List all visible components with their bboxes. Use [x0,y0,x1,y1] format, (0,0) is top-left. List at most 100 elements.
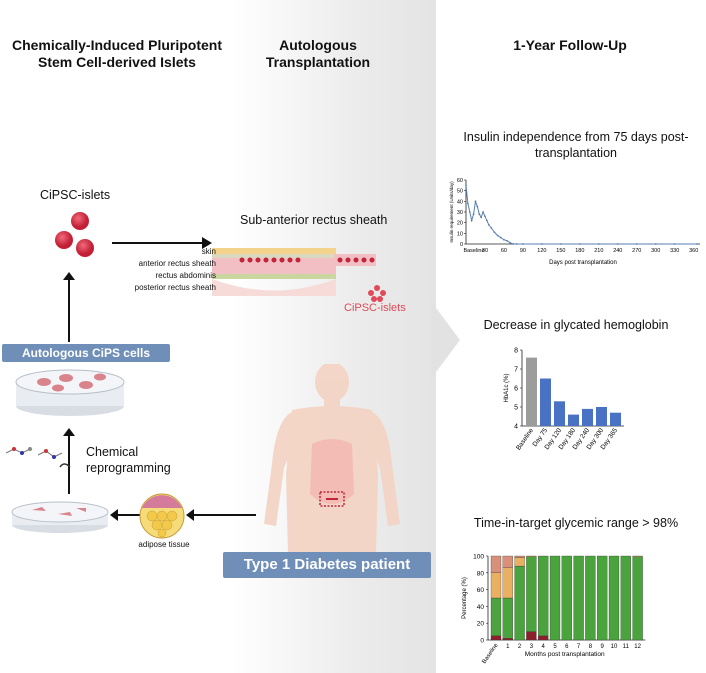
chart1-point [503,238,505,241]
chart3-x-tick-label: 10 [611,644,618,650]
chart3-x-tick-label: 3 [530,644,534,650]
chart1-point [466,202,469,205]
chart2-bar [610,412,621,426]
chart2-y-tick-label: 7 [514,367,518,374]
chart1-point [474,200,477,203]
chart3-x-tick-label: 12 [634,644,641,650]
chart3-y-label: Percentage (%) [462,577,468,619]
arrow-up-upper [63,272,75,342]
patient-body-illustration [264,364,400,554]
arrow-left-patient [186,509,256,521]
chart3-x-tick-label: 2 [518,644,522,650]
chart2-y-tick-label: 5 [514,405,518,412]
chart1-point [490,227,493,229]
chart1-y-tick-label: 0 [460,242,463,248]
chart1-point [509,242,512,244]
chart2-bar [568,414,579,426]
chart3-bar-segment [597,555,608,641]
chart1-point [482,211,484,213]
chart1-point [506,239,509,242]
chart1-point [616,243,619,245]
chart3-bar-segment [490,555,502,573]
chart3-bar-segment [632,556,643,641]
chart3-bar-segment [514,555,525,558]
small-islets-icon [368,285,386,302]
header-cipsc-islets: Chemically-Induced Pluripotent Stem Cell… [11,37,223,70]
header-autologous-transplantation: Autologous Transplantation [265,37,371,70]
chart3-y-tick-label: 40 [477,604,485,611]
chart1-x-tick-label: 60 [501,248,507,254]
chart1-point [493,231,496,234]
layer-label-skin: skin [201,247,216,256]
chart1-y-tick-label: 20 [457,221,463,227]
chart1-x-tick-label: 150 [556,248,565,254]
chart3-bar-segment [490,597,502,636]
chart2-bar [540,378,551,426]
chart3-x-tick-label: 4 [542,644,546,650]
chart1-point [515,243,518,245]
chart3-bar-segment [526,555,537,557]
chart3-bar-segment [620,555,631,641]
chart2-y-label: HbA1c (%) [504,373,510,402]
chart1-point [476,205,479,208]
chart3-x-tick-label: 6 [565,644,569,650]
chart3-bar-segment [526,631,537,641]
chart3-bar-segment [573,555,584,641]
chart3-title: Time-in-target glycemic range > 98% [473,516,679,530]
chart1-point [468,211,471,213]
chart1-x-tick-label: 360 [689,248,698,254]
chart1-x-tick-label: 330 [670,248,679,254]
chart3-x-tick-label: 11 [623,644,630,650]
site-title: Sub-anterior rectus sheath [240,213,388,227]
chart1-point [673,243,676,245]
chart1-x-tick-label: 270 [632,248,641,254]
chart1-y-tick-label: 60 [457,178,463,184]
chart2-bar [582,408,593,426]
tissue-layers-illustration [212,248,376,296]
arrow-right-transplant [112,237,212,249]
chart1-point [540,243,543,245]
chart1-title: Insulin independence from 75 days post-t… [463,130,689,160]
chart3-bar-segment [502,555,513,568]
chart1-point [512,243,515,245]
chart3-y-tick-label: 0 [480,638,484,645]
chart1-x-tick-label: 210 [594,248,603,254]
tissue-layer-labels: skin anterior rectus sheath rectus abdom… [110,246,216,294]
chart3-bar-segment [585,555,596,641]
chart1-y-tick-label: 50 [457,189,463,195]
chart1-x-tick-label: 120 [537,248,546,254]
petri-dish-adipose-cells-icon [11,501,109,533]
chart2-x-tick-label: Baseline [515,427,535,452]
chart1-point [559,243,562,245]
chart1-point [465,184,467,187]
chart3-bar-segment [502,567,513,599]
chart3-x-tick-label: 8 [589,644,593,650]
chart1-series-line [465,185,697,245]
chart3-y-tick-label: 20 [477,621,485,628]
chart1-point [597,243,600,245]
chart3-bar-segment [608,555,620,641]
chart1-point [522,243,524,245]
chart1-point [654,243,657,245]
adipose-label: adipose tissue [138,540,190,549]
chart3-bar-segment [514,557,525,567]
chart1-x-label: Days post transplantation [549,260,617,266]
chart1-point [635,243,638,245]
petri-dish-cips-icon [15,369,125,416]
chart3-y-tick-label: 60 [477,587,485,594]
chart1-point [484,215,486,218]
adipose-tissue-icon [139,493,185,539]
cips-cells-badge: Autologous CiPS cells [2,344,170,362]
chart1-x-tick-label: 240 [613,248,622,254]
chart3-bar-segment [490,572,502,599]
arrow-left-adipose [110,509,142,521]
layer-label-posterior-rectus-sheath: posterior rectus sheath [134,283,216,292]
chart1-y-label: Insulin requirement (Units/day) [449,181,454,243]
chart1-y-tick-label: 30 [457,210,463,216]
chart1-point [695,243,698,245]
chart2-y-tick-label: 4 [514,424,518,431]
chart1-point [478,213,481,216]
